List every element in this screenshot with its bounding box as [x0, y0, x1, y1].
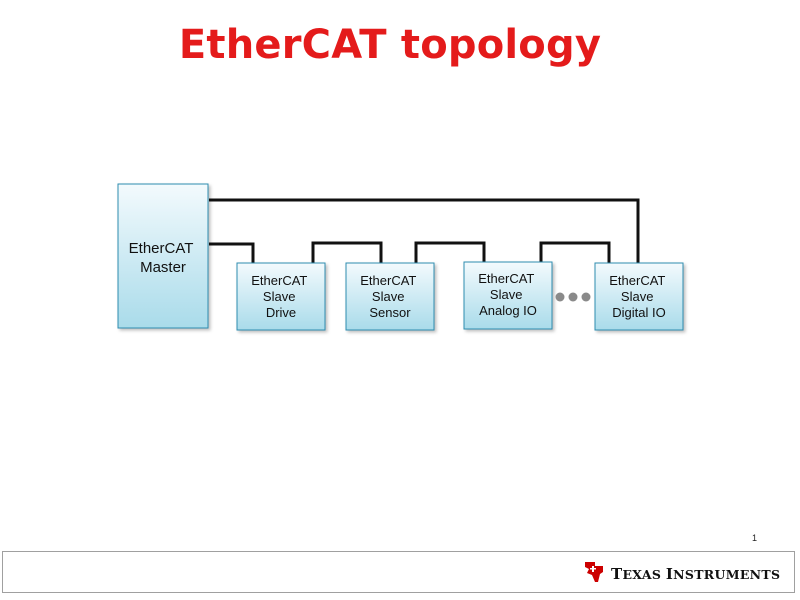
slave-label: EtherCAT Slave Digital IO: [609, 273, 669, 320]
ring-return-wire: [209, 198, 640, 263]
wire-master-to-drive: [209, 242, 255, 263]
texas-instruments-logo-icon: [583, 560, 605, 589]
slave-label: EtherCAT Slave Analog IO: [478, 271, 538, 318]
slide-title: EtherCAT topology: [178, 22, 602, 68]
texas-instruments-brand: TEXAS INSTRUMENTS: [583, 561, 780, 587]
slave-node-digital-io: EtherCAT Slave Digital IO: [594, 262, 684, 331]
slave-label: EtherCAT Slave Sensor: [360, 273, 420, 320]
slave-label-line: Slave: [372, 289, 405, 304]
slave-label-line: Drive: [266, 305, 296, 320]
slave-label-line: Sensor: [369, 305, 411, 320]
master-node: EtherCAT Master: [117, 183, 209, 329]
slave-label-line: EtherCAT: [478, 271, 534, 286]
three-dots-icon: [555, 292, 591, 302]
slave-label-line: Digital IO: [612, 305, 665, 320]
slave-node-analog-io: EtherCAT Slave Analog IO: [463, 261, 553, 330]
wire-sensor-to-analog: [414, 241, 486, 263]
slave-node-drive: EtherCAT Slave Drive: [236, 262, 326, 331]
master-label: EtherCAT Master: [129, 240, 198, 276]
slave-label: EtherCAT Slave Drive: [251, 273, 311, 320]
wire-drive-to-sensor: [311, 241, 383, 263]
master-label-line: EtherCAT: [129, 240, 194, 257]
master-label-line: Master: [140, 259, 186, 276]
page-number: 1: [752, 533, 758, 543]
slave-label-line: EtherCAT: [251, 273, 307, 288]
slave-node-sensor: EtherCAT Slave Sensor: [345, 262, 435, 331]
wire-analog-to-digital: [539, 241, 611, 263]
slave-label-line: Slave: [490, 287, 523, 302]
slave-label-line: Slave: [263, 289, 296, 304]
slave-label-line: Analog IO: [479, 303, 537, 318]
footer-bar: [2, 551, 795, 593]
slave-label-line: EtherCAT: [360, 273, 416, 288]
slave-label-line: EtherCAT: [609, 273, 665, 288]
slave-label-line: Slave: [621, 289, 654, 304]
brand-name: TEXAS INSTRUMENTS: [611, 565, 781, 583]
